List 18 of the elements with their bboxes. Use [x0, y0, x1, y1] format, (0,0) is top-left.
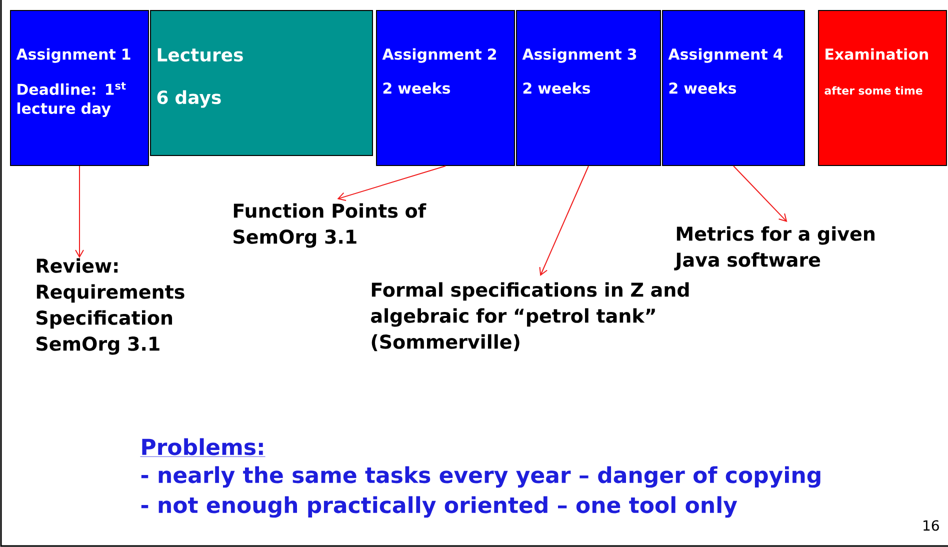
page-number: 16: [924, 520, 939, 531]
review-text: Review: Requirements Specification SemOrg 3.1: [36, 258, 184, 355]
exam-box: Examination after some time: [818, 10, 947, 166]
problem-item: - not enough practically oriented – one tool only: [141, 496, 738, 518]
problem-item: - nearly the same tasks every year – danger of copying: [141, 466, 820, 488]
arrow: [75, 166, 84, 258]
arrow: [337, 166, 446, 201]
annotation-text: Function Points of SemOrg 3.1: [234, 203, 426, 248]
problems-heading: Problems:: [140, 438, 266, 457]
annotation-text: Metrics for a given Java software: [674, 226, 874, 270]
assignment-box: Assignment 1 Deadline: 1$^{st}$ lecture day: [10, 10, 149, 166]
arrow: [539, 166, 589, 276]
assignment-box: Assignment 3 2 weeks: [516, 10, 661, 166]
lecture-box: Lectures 6 days: [150, 10, 373, 156]
assignment-box: Assignment 4 2 weeks: [662, 10, 805, 166]
assignment-box: Assignment 2 2 weeks: [376, 10, 515, 166]
annotation-text: Formal specifications in Z and algebraic for “petrol tank” (Sommerville): [371, 282, 689, 352]
arrow: [733, 166, 788, 222]
